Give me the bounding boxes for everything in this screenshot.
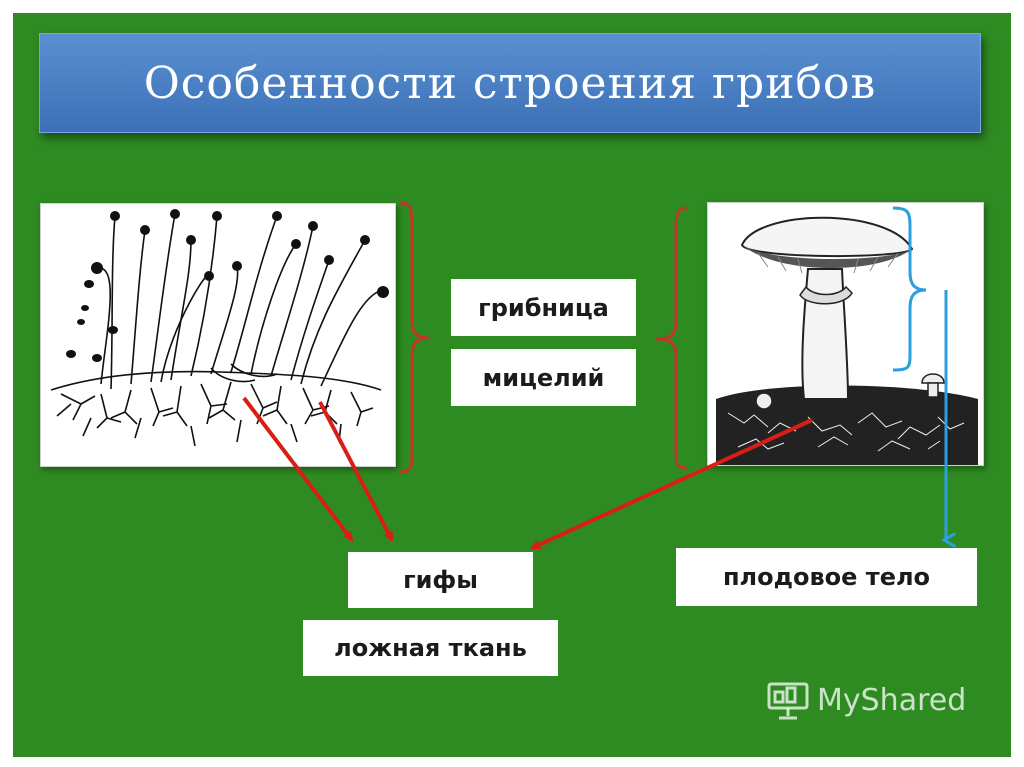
mushroom-illustration (716, 216, 978, 465)
label-lozhnaya-tkan: ложная ткань (303, 620, 558, 676)
title-bar: Особенности строения грибов (39, 33, 981, 133)
mold-mycelium-illustration (50, 209, 389, 447)
label-plodovoe-telo: плодовое тело (676, 548, 977, 606)
mushroom-illustration-panel (707, 202, 984, 466)
mold-illustration-panel (40, 203, 396, 467)
slide-title: Особенности строения грибов (143, 57, 877, 109)
label-gribnitsa: грибница (451, 279, 636, 336)
label-mitseliy: мицелий (451, 349, 636, 406)
watermark: MyShared (765, 680, 966, 720)
watermark-text: MyShared (817, 682, 967, 718)
presentation-board-icon (767, 682, 809, 720)
label-gify: гифы (348, 552, 533, 608)
